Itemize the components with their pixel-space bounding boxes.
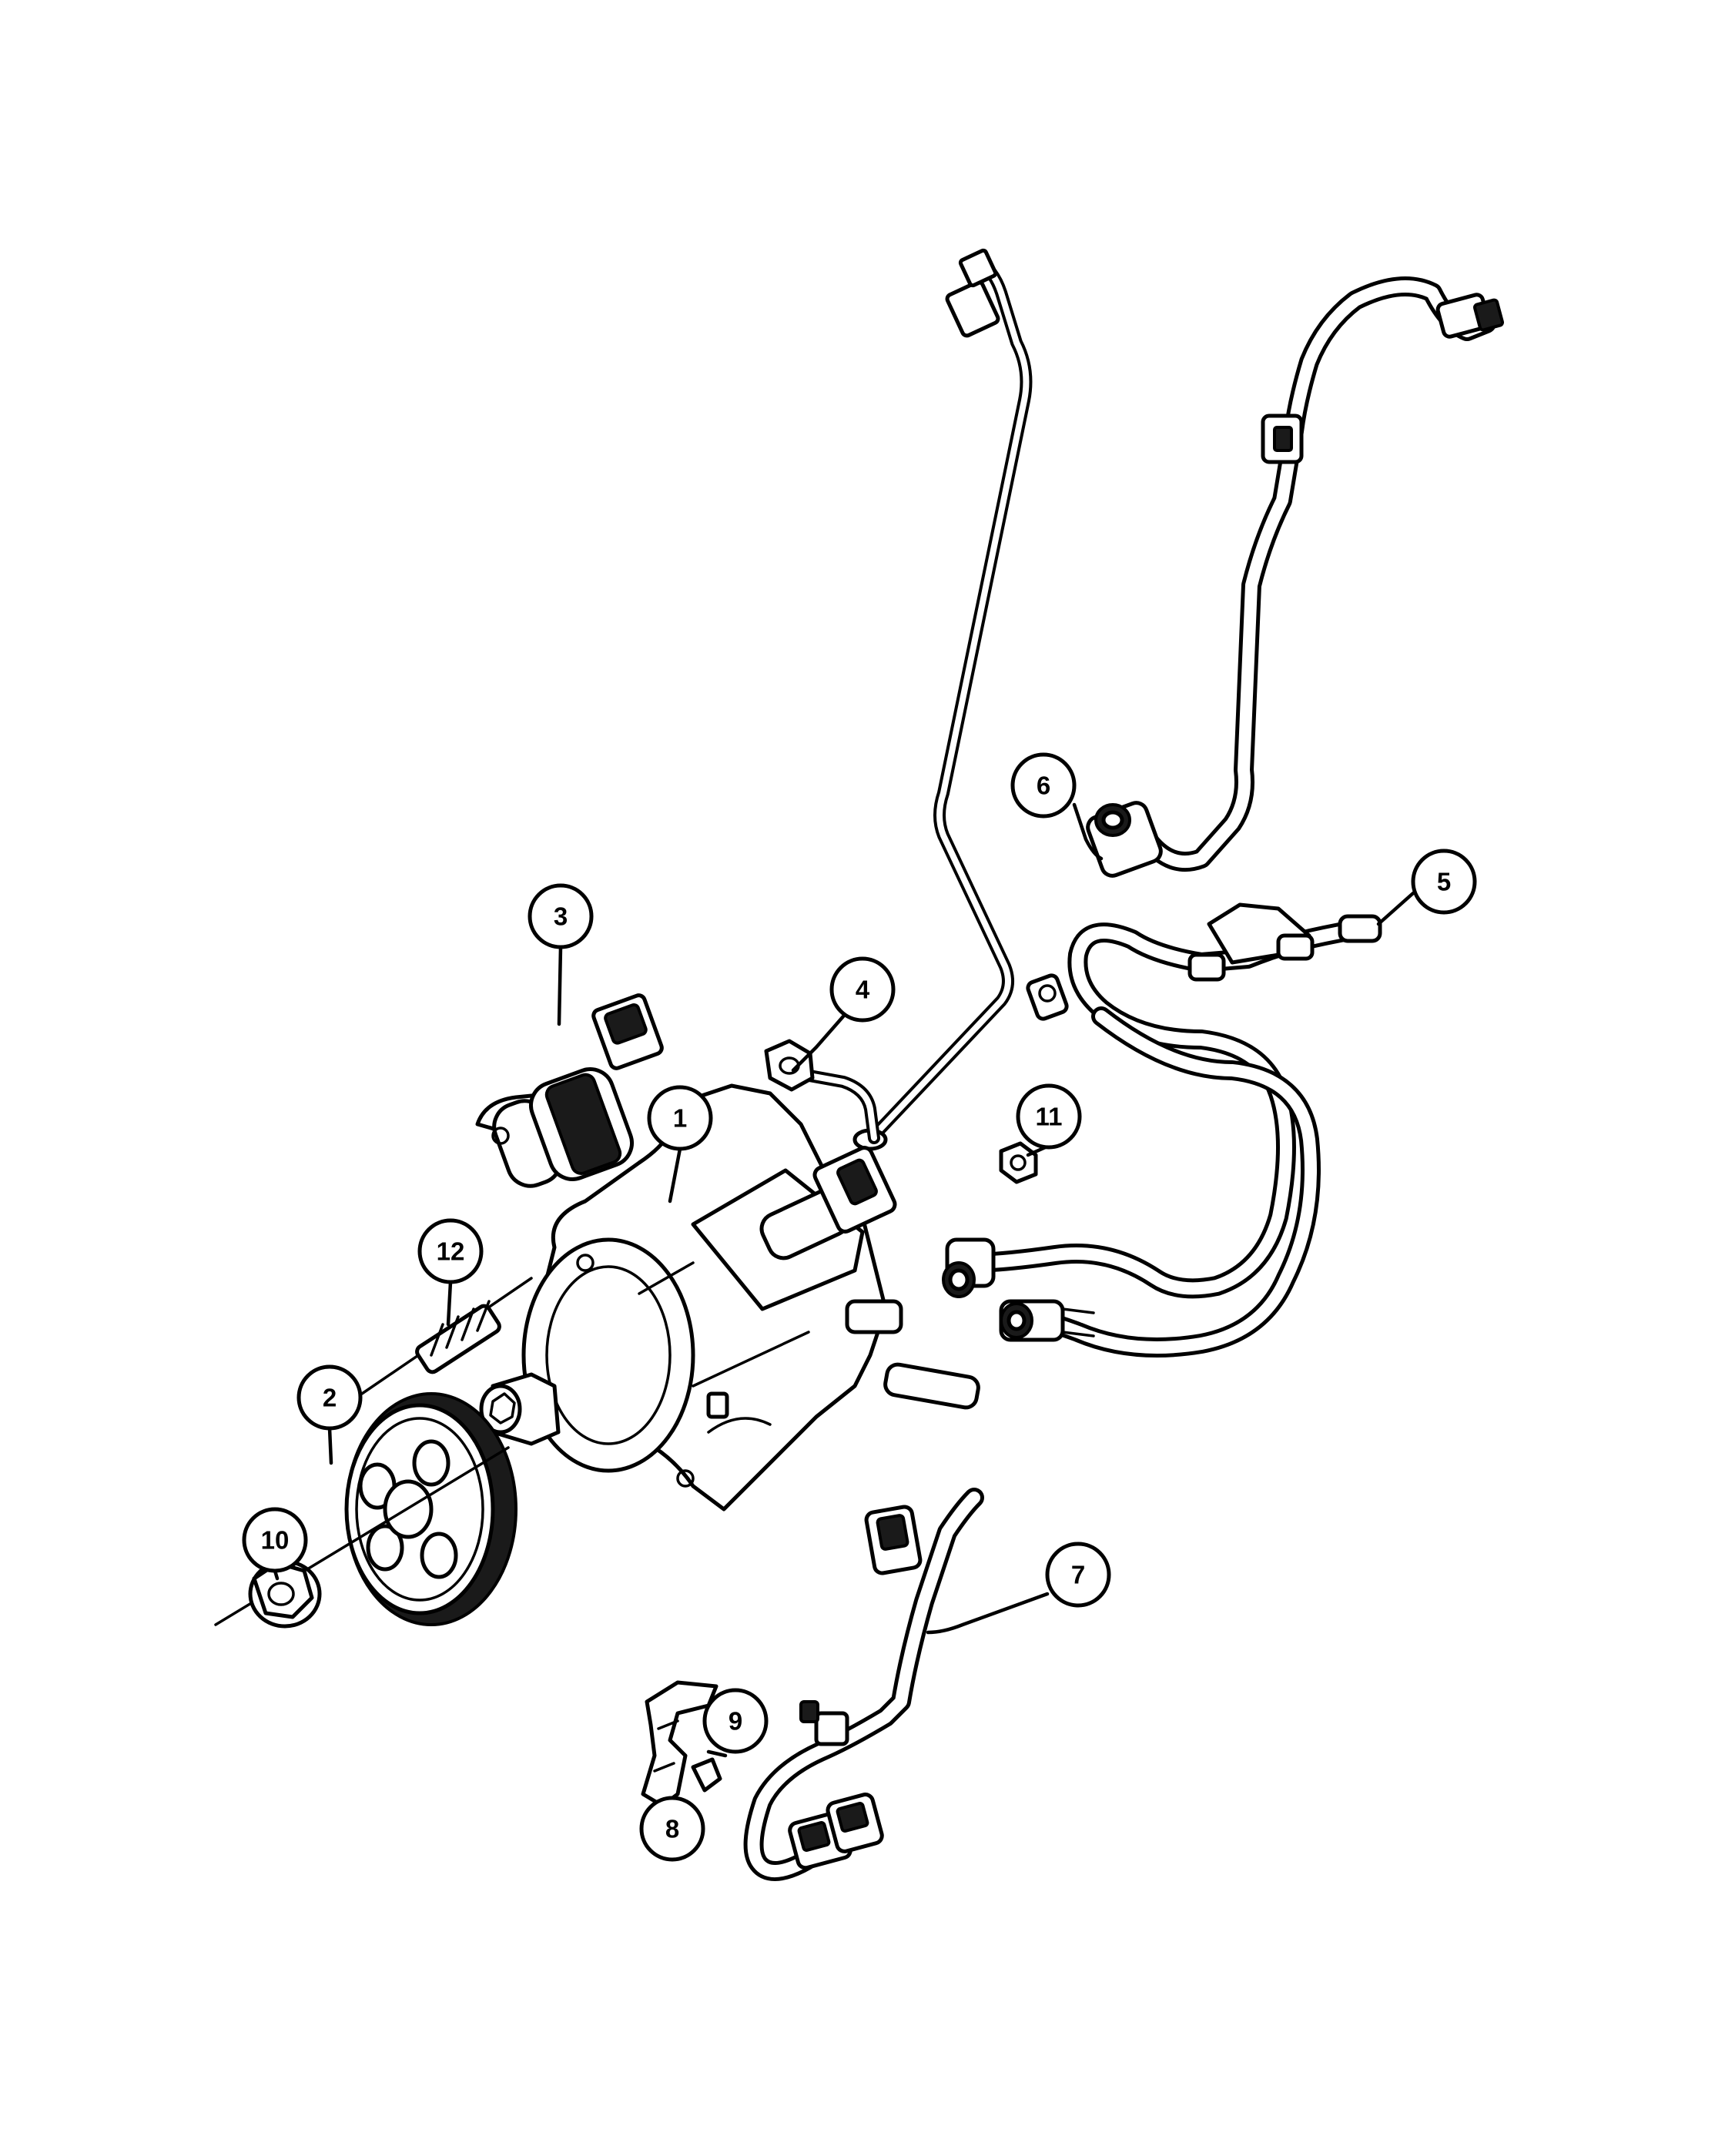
callout-label: 10 — [261, 1526, 290, 1555]
callout-label: 12 — [437, 1237, 465, 1266]
fuel-line-fitting-4 — [764, 1039, 880, 1144]
high-pressure-line-upper — [852, 248, 1033, 1151]
fuel-hose-supply-5 — [942, 902, 1382, 1358]
callout-label: 6 — [1037, 772, 1050, 800]
callout-9: 9 — [702, 1688, 769, 1754]
bracket-8 — [641, 1680, 718, 1808]
fuel-pressure-regulator-3 — [475, 993, 664, 1188]
wiring-harness-7 — [743, 1488, 984, 1881]
callout-2: 2 — [296, 1364, 363, 1431]
callout-label: 4 — [856, 976, 870, 1004]
callout-label: 5 — [1437, 868, 1451, 896]
callout-label: 11 — [1036, 1103, 1063, 1131]
callout-12: 12 — [417, 1218, 484, 1284]
high-pressure-fuel-pump-1 — [479, 1083, 980, 1512]
callout-label: 2 — [323, 1384, 337, 1412]
callout-8: 8 — [639, 1796, 705, 1862]
callout-6: 6 — [1010, 752, 1077, 819]
stud-12 — [360, 1277, 533, 1395]
callout-label: 9 — [729, 1707, 742, 1736]
callout-label: 3 — [554, 902, 568, 931]
callout-5: 5 — [1411, 849, 1477, 915]
callout-label: 8 — [665, 1815, 679, 1843]
leader-lines — [273, 802, 1415, 1808]
callout-11: 11 — [1016, 1083, 1082, 1150]
drive-gear-2 — [214, 1392, 518, 1626]
callout-10: 10 — [242, 1507, 308, 1573]
callout-4: 4 — [829, 956, 896, 1023]
nut-10 — [248, 1559, 322, 1629]
clip-9 — [691, 1757, 722, 1793]
hose-end-connector-a — [942, 1237, 996, 1298]
callout-1: 1 — [647, 1085, 713, 1151]
callout-label: 1 — [673, 1104, 687, 1133]
nut-11 — [999, 1141, 1038, 1184]
fuel-hose-return-6 — [1086, 276, 1504, 878]
callout-3: 3 — [528, 883, 594, 949]
callout-label: 7 — [1071, 1561, 1085, 1589]
callout-7: 7 — [1045, 1542, 1111, 1608]
hose-end-connector-b — [999, 1299, 1095, 1342]
